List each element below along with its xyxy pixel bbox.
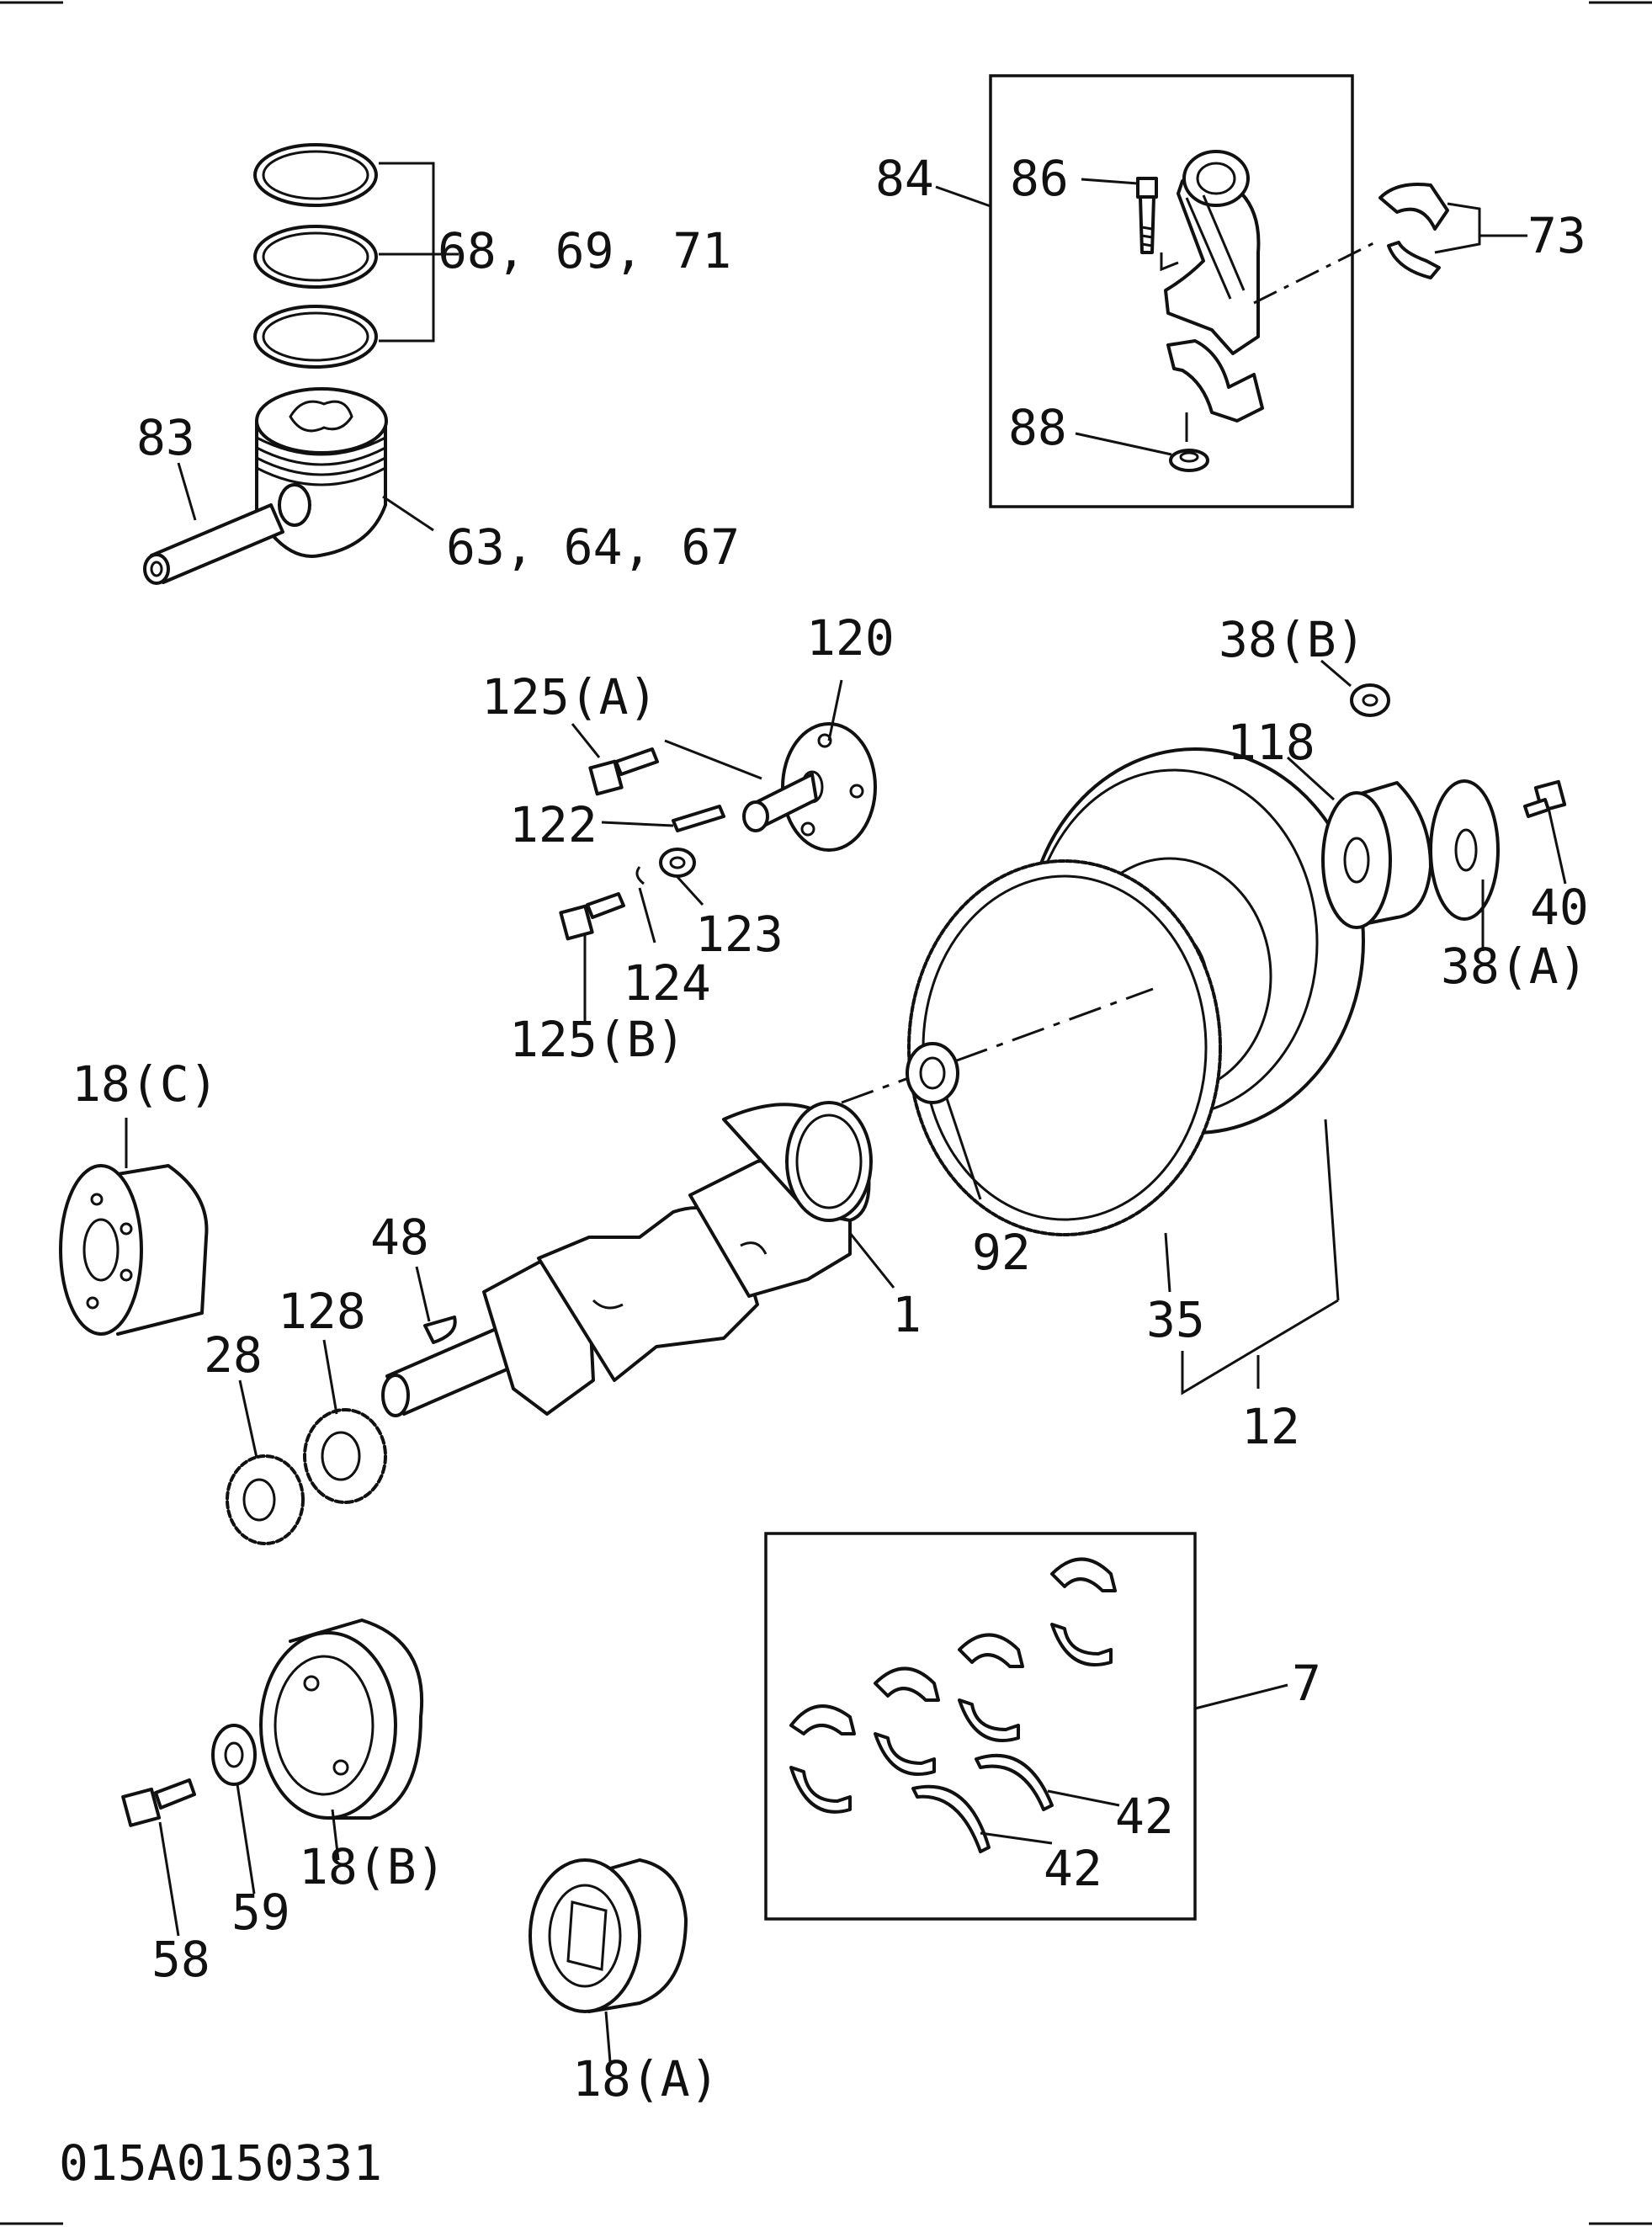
bolt-40 xyxy=(1523,779,1567,818)
callout-125b: 125(B) xyxy=(509,1011,686,1068)
callout-48: 48 xyxy=(370,1209,429,1266)
connecting-rod-box xyxy=(989,74,1354,508)
leader-83 xyxy=(177,462,197,521)
plate-38a xyxy=(1429,779,1500,921)
thrust-washers xyxy=(911,1753,1054,1853)
callout-1: 1 xyxy=(892,1286,922,1343)
callout-28: 28 xyxy=(204,1326,263,1384)
drive-plate xyxy=(742,722,877,852)
timing-gear-128 xyxy=(303,1408,387,1504)
callout-7: 7 xyxy=(1292,1655,1321,1712)
callout-88: 88 xyxy=(1008,399,1067,456)
callout-59: 59 xyxy=(231,1884,290,1941)
rod-bearings xyxy=(1378,183,1449,279)
callout-83: 83 xyxy=(136,409,195,466)
pulley-18a xyxy=(529,1858,688,2013)
callout-18c: 18(C) xyxy=(72,1055,219,1113)
callout-73: 73 xyxy=(1527,207,1586,264)
callout-128: 128 xyxy=(278,1283,366,1340)
callout-68-69-71: 68, 69, 71 xyxy=(438,222,731,279)
rod-bolt xyxy=(1136,177,1158,254)
rod-cap xyxy=(1166,339,1264,423)
callout-125a: 125(A) xyxy=(481,668,658,726)
pulley-18b xyxy=(259,1618,424,1820)
callout-58: 58 xyxy=(151,1931,210,1988)
callout-40: 40 xyxy=(1530,879,1589,936)
callout-38a: 38(A) xyxy=(1441,938,1588,995)
callout-84: 84 xyxy=(875,150,934,207)
callout-42-upper: 42 xyxy=(1115,1788,1174,1845)
piston xyxy=(255,387,388,558)
bolt-125a xyxy=(588,747,659,796)
callout-92: 92 xyxy=(972,1224,1031,1281)
callout-38b: 38(B) xyxy=(1219,611,1366,668)
callout-122: 122 xyxy=(509,796,598,853)
washer-38b xyxy=(1350,683,1390,717)
callout-42-lower: 42 xyxy=(1044,1840,1102,1897)
rod-nut xyxy=(1169,449,1209,472)
callout-118: 118 xyxy=(1227,714,1315,771)
callout-120: 120 xyxy=(806,609,895,667)
leader-63 xyxy=(382,495,434,532)
crank-gear-28 xyxy=(226,1454,305,1545)
washer-59 xyxy=(211,1724,257,1786)
callout-labels: 68, 69, 71 83 63, 64, 67 84 86 73 88 120… xyxy=(59,150,1589,2192)
dowel-pin xyxy=(672,805,725,832)
ring-gear xyxy=(907,859,1222,1236)
woodruff-key xyxy=(423,1315,457,1344)
callout-124: 124 xyxy=(623,954,711,1012)
spacer-118 xyxy=(1321,781,1432,929)
bolt-58 xyxy=(121,1778,196,1827)
callout-18b: 18(B) xyxy=(299,1838,446,1895)
connecting-rod xyxy=(1164,150,1261,355)
piston-rings xyxy=(253,143,459,369)
main-bearing-box xyxy=(764,1532,1197,1921)
callout-12: 12 xyxy=(1241,1398,1300,1455)
crankshaft xyxy=(381,1101,873,1417)
pulley-18c xyxy=(59,1164,209,1336)
callout-35: 35 xyxy=(1146,1291,1205,1348)
washer-123 xyxy=(659,848,696,878)
callout-63-64-67: 63, 64, 67 xyxy=(446,518,740,576)
snap-ring-124 xyxy=(635,866,645,885)
piston-pin xyxy=(143,503,284,585)
main-bearings xyxy=(789,1557,1117,1814)
pilot-bearing xyxy=(906,1042,959,1104)
callout-86: 86 xyxy=(1010,150,1069,207)
drawing-id: 015A0150331 xyxy=(59,2134,382,2192)
bolt-125b xyxy=(559,892,625,941)
callout-123: 123 xyxy=(695,906,784,963)
callout-18a: 18(A) xyxy=(572,2050,720,2107)
